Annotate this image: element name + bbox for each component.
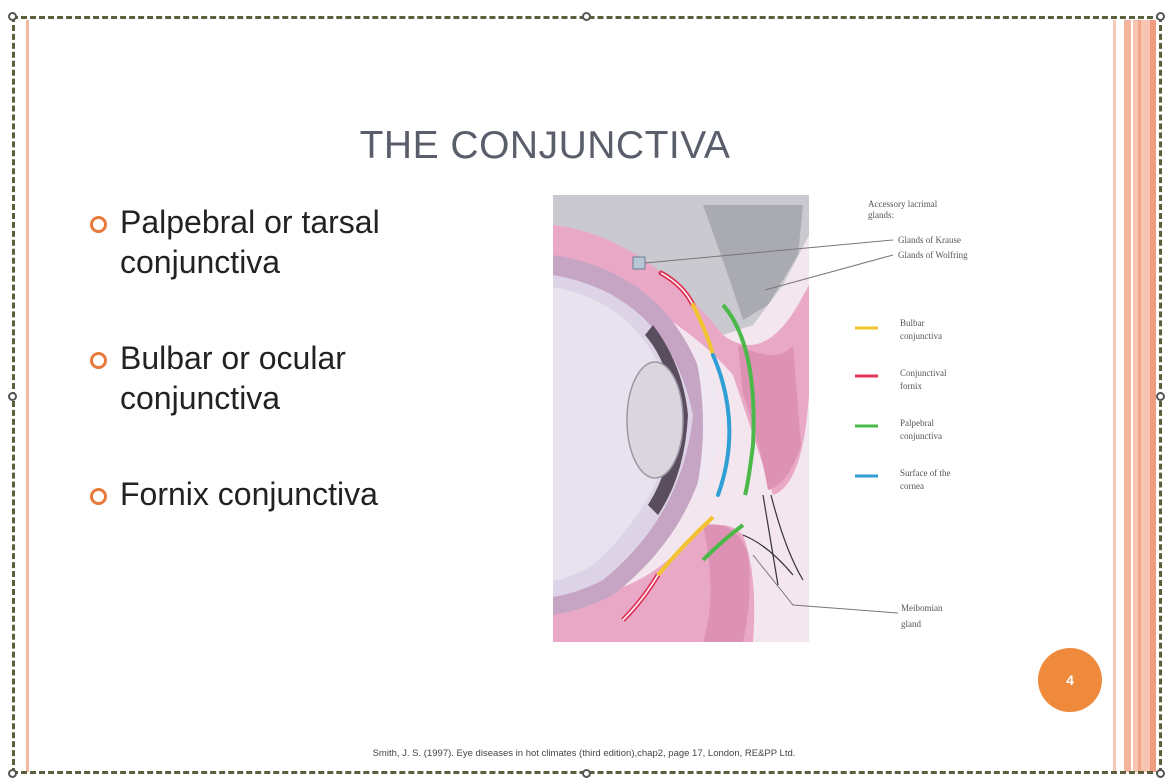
resize-handle-bottom[interactable] <box>582 769 591 778</box>
resize-handle-top[interactable] <box>582 12 591 21</box>
resize-handle-top-left[interactable] <box>8 12 17 21</box>
resize-handle-bottom-left[interactable] <box>8 769 17 778</box>
resize-handle-top-right[interactable] <box>1156 12 1165 21</box>
resize-handle-bottom-right[interactable] <box>1156 769 1165 778</box>
resize-handle-left[interactable] <box>8 392 17 401</box>
selection-frame <box>12 16 1162 774</box>
resize-handle-right[interactable] <box>1156 392 1165 401</box>
